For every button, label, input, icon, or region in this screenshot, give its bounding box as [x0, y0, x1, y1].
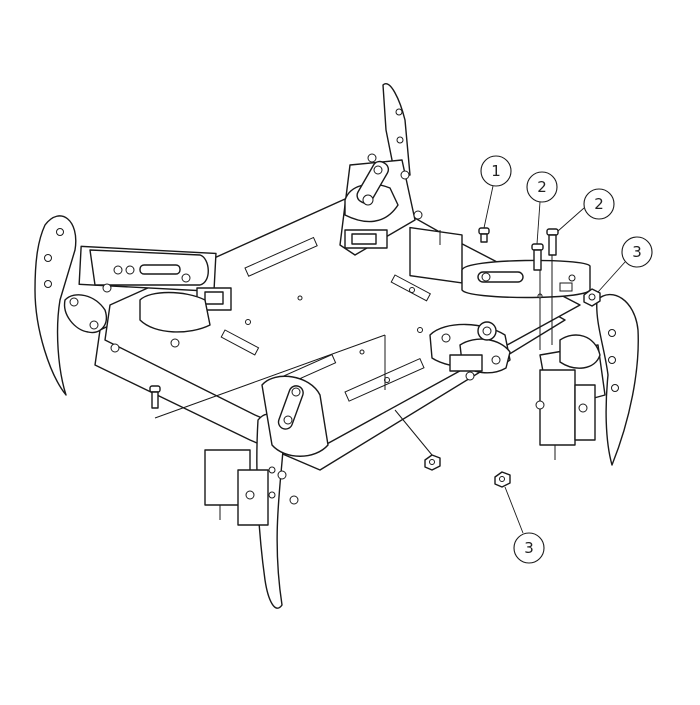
callout-1-label: 1	[491, 162, 501, 180]
loose-nut-center	[424, 454, 441, 471]
explode-lines	[154, 255, 553, 456]
callout-1: 1	[480, 155, 512, 229]
callout-2b: 2	[557, 188, 615, 232]
left-leg-assembly	[34, 215, 232, 396]
rear-leg-assembly	[339, 82, 463, 284]
callout-3b: 3	[504, 486, 545, 564]
loose-screw-left	[149, 385, 161, 409]
screw-2b	[546, 228, 559, 256]
front-leg-assembly	[204, 375, 329, 609]
callout-3a-label: 3	[632, 243, 642, 261]
exploded-servo-bracket	[461, 259, 591, 299]
callout-3a: 3	[597, 236, 653, 293]
right-leg-assembly	[535, 293, 639, 466]
nut-3b	[494, 471, 511, 488]
callout-3b-label: 3	[524, 539, 534, 557]
nut-3a	[583, 288, 601, 307]
screw-1	[478, 227, 490, 243]
callout-2a: 2	[526, 171, 558, 245]
callout-2b-label: 2	[594, 195, 604, 213]
front-right-servo-horn	[429, 321, 511, 381]
callout-2a-label: 2	[537, 178, 547, 196]
screw-2a	[531, 243, 544, 271]
